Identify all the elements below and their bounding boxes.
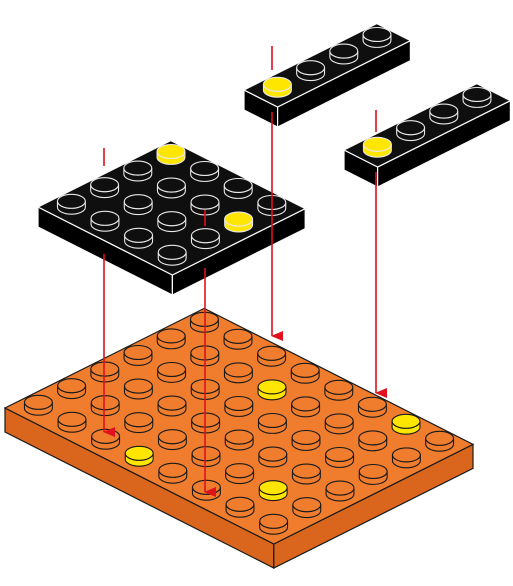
black-plate-1x4-lower-stud [462,86,492,108]
base-plate-stud [291,463,321,485]
base-plate-stud [358,463,388,485]
black-plate-4x4-stud [190,160,220,182]
base-plate-target-stud [257,379,287,401]
black-plate-4x4 [36,139,307,296]
base-plate-stud [123,344,153,366]
base-plate [3,307,475,569]
black-plate-1x4-upper-stud [296,60,326,82]
base-plate-stud [124,412,154,434]
base-plate-stud [291,429,321,451]
base-plate-stud [357,396,387,418]
base-plate-target-stud [258,480,288,502]
black-plate-1x4-upper [242,22,412,128]
black-plate-4x4-stud [123,160,153,182]
base-plate-target-stud [124,445,154,467]
black-plate-4x4-stud [123,194,153,216]
base-plate-target-stud [391,413,421,435]
base-plate-stud [224,429,254,451]
black-plate-4x4-stud [90,210,120,232]
black-plate-4x4-stud [124,227,154,249]
black-plate-4x4-stud [156,177,186,199]
arrows-over-parts [103,46,387,497]
black-plate-4x4-target-stud [224,211,254,233]
base-plate-stud [224,395,254,417]
base-plate-stud [157,361,187,383]
black-plate-1x4-upper-stud [362,26,392,48]
base-plate-stud [324,413,354,435]
base-plate-stud [257,412,287,434]
base-plate-stud [324,379,354,401]
base-plate-stud [123,378,153,400]
black-plate-1x4-lower [342,82,512,188]
black-plate-4x4-stud [56,193,86,215]
black-plate-4x4-stud [157,244,187,266]
base-plate-stud [325,446,355,468]
black-plate-1x4-lower-target-stud [362,136,392,158]
base-plate-top-face [3,307,475,545]
base-plate-stud [258,446,288,468]
base-plate-stud [291,396,321,418]
base-plate-stud [223,328,253,350]
base-plate-stud [358,430,388,452]
base-plate-stud [156,328,186,350]
base-plate-stud [225,496,255,518]
base-plate-stud [391,447,421,469]
base-plate-stud [158,462,188,484]
base-plate-stud [157,395,187,417]
black-plate-1x4-upper-target-stud [262,76,292,98]
base-plate-stud [191,479,221,501]
black-plate-4x4-stud [190,194,220,216]
black-plate-4x4-top-face [36,139,307,276]
base-plate-stud [191,446,221,468]
black-plate-4x4-stud [90,177,120,199]
base-plate-stud [223,362,253,384]
black-plate-1x4-lower-stud [396,120,426,142]
black-plate-4x4-stud [190,228,220,250]
black-plate-1x4-upper-stud [329,43,359,65]
base-plate-stud [425,430,455,452]
base-plate-stud [259,513,289,535]
black-plate-4x4-stud [223,177,253,199]
base-plate-stud [57,411,87,433]
base-plate-stud [292,497,322,519]
base-plate-stud [91,428,121,450]
base-plate-stud [90,395,120,417]
base-plate-stud [57,378,87,400]
base-plate-stud [23,394,53,416]
base-plate-stud [257,345,287,367]
black-plate-4x4-target-stud [156,143,186,165]
black-plate-4x4-stud [157,211,187,233]
black-plate-1x4-lower-stud [429,103,459,125]
base-plate-stud [225,463,255,485]
base-plate-stud [290,362,320,384]
base-plate-stud [157,429,187,451]
base-plate-stud [325,480,355,502]
